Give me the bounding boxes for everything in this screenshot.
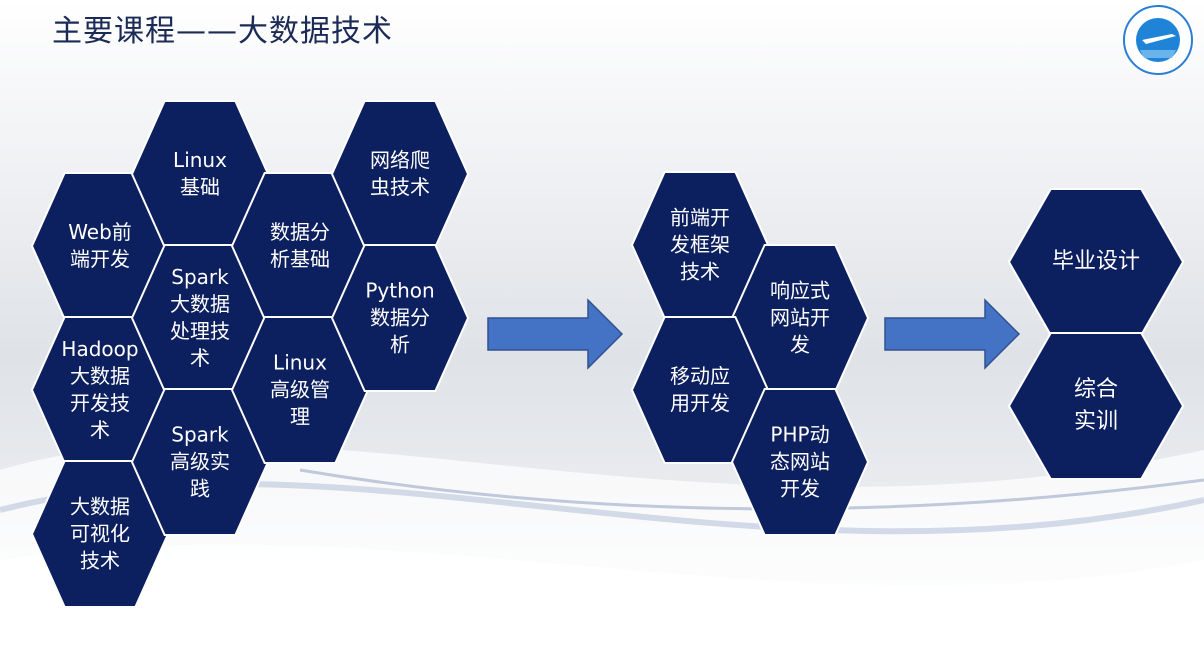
course-label: 综合 实训 bbox=[1073, 377, 1119, 434]
course-label: Python 数据分 析 bbox=[365, 278, 435, 357]
course-hexagon bbox=[1007, 332, 1185, 480]
course-label: Spark 高级实 践 bbox=[170, 422, 230, 501]
course-label: 响应式 网站开 发 bbox=[770, 278, 830, 357]
course-label: 大数据 可视化 技术 bbox=[70, 494, 130, 573]
course-hexagon bbox=[330, 244, 470, 392]
course-label: 网络爬 虫技术 bbox=[370, 148, 430, 199]
course-label: Hadoop 大数据 开发技 术 bbox=[61, 337, 139, 442]
course-label: PHP动 态网站 开发 bbox=[770, 422, 830, 501]
arrow-right-icon bbox=[487, 298, 624, 370]
course-label: Web前 端开发 bbox=[68, 220, 132, 271]
course-label: 毕业设计 bbox=[1051, 249, 1141, 274]
course-label: Linux 基础 bbox=[173, 148, 227, 199]
course-label: Spark 大数据 处理技 术 bbox=[170, 265, 230, 370]
page-title: 主要课程——大数据技术 bbox=[52, 14, 393, 49]
course-label: 前端开 发框架 技术 bbox=[670, 205, 730, 284]
school-seal-logo bbox=[1123, 5, 1193, 75]
course-label: Linux 高级管 理 bbox=[270, 350, 330, 429]
course-hexagon bbox=[730, 388, 870, 536]
course-label: 移动应 用开发 bbox=[670, 364, 730, 415]
course-label: 数据分 析基础 bbox=[270, 220, 330, 271]
arrow-right-icon bbox=[884, 298, 1021, 370]
